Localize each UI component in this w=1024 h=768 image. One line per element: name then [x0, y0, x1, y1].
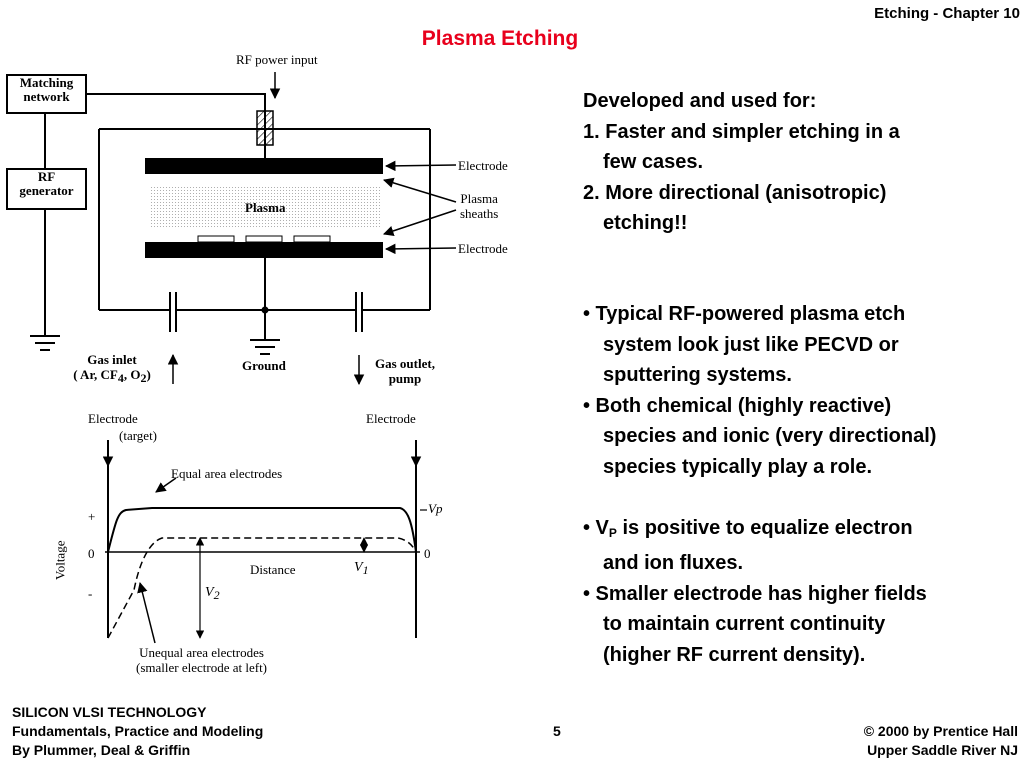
item-2-cont: etching!! [603, 212, 688, 235]
gas-inlet-port [169, 292, 177, 332]
ground-label: Ground [242, 358, 286, 373]
graph-right-electrode-label: Electrode [366, 411, 416, 426]
zero-right-label: 0 [424, 546, 431, 561]
item-1: 1. Faster and simpler etching in a [583, 120, 900, 143]
gas-outlet-label: Gas outlet, pump [375, 356, 435, 386]
bullet-2: • Both chemical (highly reactive) [583, 394, 892, 417]
voltage-axis-label: Voltage [52, 540, 68, 580]
v2-label: V2 [205, 585, 220, 602]
footer-left: SILICON VLSI TECHNOLOGY Fundamentals, Pr… [12, 704, 264, 758]
gas-outlet-port [355, 292, 363, 332]
bullet-2-cont: species typically play a role. [603, 455, 873, 478]
bullet-4-cont: (higher RF current density). [603, 643, 866, 666]
rf-power-input-label: RF power input [236, 52, 318, 67]
footer-right: © 2000 by Prentice Hall Upper Saddle Riv… [863, 723, 1018, 758]
plasma-label: Plasma [245, 200, 286, 215]
top-electrode [145, 158, 383, 174]
rf-feedthrough-insulator [256, 110, 274, 146]
slide-title: Plasma Etching [421, 27, 579, 50]
unequal-area-curve [107, 537, 417, 639]
zero-left-label: 0 [88, 546, 95, 561]
minus-label: - [88, 586, 93, 601]
top-electrode-label: Electrode [458, 158, 508, 173]
rf-feed-wire [85, 93, 266, 111]
bottom-electrode [145, 242, 383, 258]
bullet-4: • Smaller electrode has higher fields [583, 582, 927, 605]
bullet-1-cont: system look just like PECVD or [603, 333, 899, 356]
vp-label: Vp [428, 501, 443, 516]
bullet-1: • Typical RF-powered plasma etch [583, 302, 906, 325]
plasma-region [150, 186, 380, 228]
matching-network-box: Matching network [6, 74, 87, 114]
bullet-1-cont: sputtering systems. [603, 364, 792, 387]
chapter-label: Etching - Chapter 10 [874, 5, 1020, 22]
slide-text: Developed and used for: 1. Faster and si… [583, 86, 1024, 671]
equal-area-label: Equal area electrodes [171, 466, 283, 481]
reactor-diagram [30, 72, 457, 644]
graph-target-label: (target) [119, 428, 158, 443]
bullet-2-cont: species and ionic (very directional) [603, 425, 937, 448]
item-2: 2. More directional (anisotropic) [583, 181, 887, 204]
v1-label: V1 [354, 560, 369, 577]
voltage-graph [102, 440, 427, 644]
plasma-sheaths-label: Plasma sheaths [460, 191, 499, 221]
item-1-cont: few cases. [603, 151, 704, 174]
bullet-3-cont: and ion fluxes. [603, 552, 744, 575]
unequal-area-label: Unequal area electrodes (smaller electro… [136, 645, 268, 675]
graph-left-electrode-label: Electrode [88, 411, 138, 426]
equal-area-curve [107, 507, 417, 553]
distance-label: Distance [250, 562, 296, 577]
plus-label: + [88, 509, 96, 524]
page-number: 5 [553, 723, 561, 739]
wafer [293, 235, 331, 243]
bottom-electrode-label: Electrode [458, 241, 508, 256]
rf-generator-box: RF generator [6, 168, 87, 210]
bullet-4-cont: to maintain current continuity [603, 613, 886, 636]
bullet-3: • VP is positive to equalize electron [583, 516, 913, 540]
wafer [245, 235, 283, 243]
wafer [197, 235, 235, 243]
intro-line: Developed and used for: [583, 90, 817, 112]
gas-inlet-label: Gas inlet ( Ar, CF4, O2) [73, 352, 151, 385]
